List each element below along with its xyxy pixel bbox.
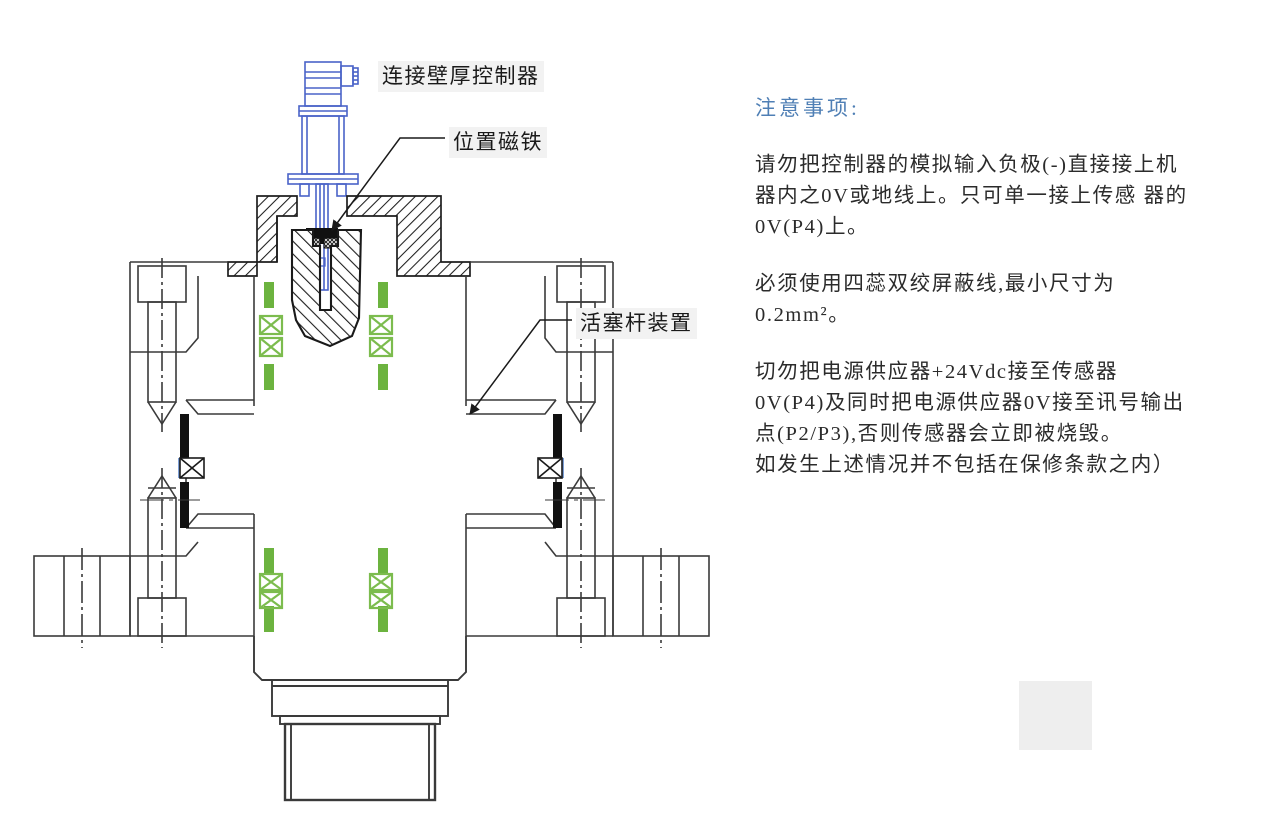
mounting-flange-ears xyxy=(33,548,710,648)
callout-label-controller: 连接壁厚控制器 xyxy=(378,61,544,93)
lower-rod-seals xyxy=(258,548,394,632)
grey-placeholder-block xyxy=(1019,681,1092,750)
notes-panel: 注意事项: 请勿把控制器的模拟输入负极(-)直接接上机 器内之0V或地线上。只可… xyxy=(755,92,1255,481)
cylinder-cross-section-diagram xyxy=(33,61,710,802)
callout-label-piston: 活塞杆装置 xyxy=(576,308,697,340)
upper-rod-seals xyxy=(258,282,394,390)
callout-leader-lines xyxy=(331,137,572,415)
cylinder-head-section xyxy=(227,195,471,277)
piston-seals xyxy=(178,414,564,528)
note-paragraph-3: 切勿把电源供应器+24Vdc接至传感器 0V(P4)及同时把电源供应器0V接至讯… xyxy=(755,361,1185,476)
tie-rod-bolts xyxy=(137,258,606,648)
notes-title: 注意事项: xyxy=(755,96,860,120)
piston-rod-stem xyxy=(253,636,467,802)
note-paragraph-2: 必须使用四蕊双绞屏蔽线,最小尺寸为 0.2mm²。 xyxy=(755,273,1116,326)
note-paragraph-1: 请勿把控制器的模拟输入负极(-)直接接上机 器内之0V或地线上。只可单一接上传感… xyxy=(755,154,1188,238)
callout-label-magnet: 位置磁铁 xyxy=(449,127,547,159)
